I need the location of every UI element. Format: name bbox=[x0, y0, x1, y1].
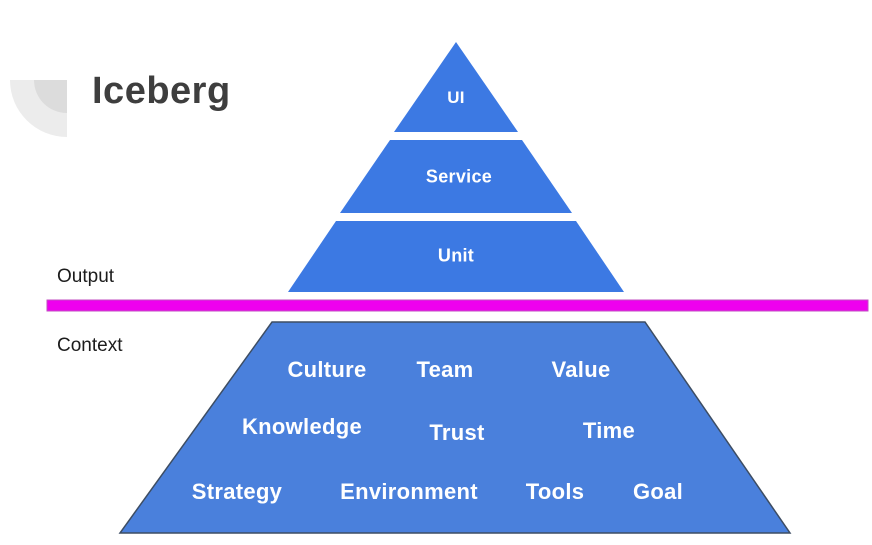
pyramid-level-service-shape bbox=[340, 140, 572, 213]
pyramid-level-unit-shape bbox=[288, 221, 624, 292]
base-word-tools: Tools bbox=[525, 479, 585, 504]
base-word-value: Value bbox=[551, 357, 611, 382]
waterline-divider bbox=[46, 299, 869, 312]
base-word-knowledge: Knowledge bbox=[241, 414, 363, 439]
base-word-strategy: Strategy bbox=[191, 479, 283, 504]
base-word-time: Time bbox=[582, 418, 636, 443]
page-title: Iceberg bbox=[92, 70, 231, 112]
pyramid-level-ui-shape bbox=[394, 42, 518, 132]
pyramid-label-ui: UI bbox=[447, 88, 465, 107]
context-label: Context bbox=[57, 335, 123, 356]
base-word-team: Team bbox=[416, 357, 474, 382]
base-word-environment: Environment bbox=[340, 479, 478, 504]
pyramid-label-service: Service bbox=[425, 166, 493, 187]
iceberg-base-shape bbox=[118, 321, 792, 534]
base-word-goal: Goal bbox=[632, 479, 684, 504]
base-word-trust: Trust bbox=[429, 420, 485, 445]
pyramid-label-unit: Unit bbox=[437, 245, 475, 266]
base-word-culture: Culture bbox=[287, 357, 367, 382]
output-label: Output bbox=[57, 266, 115, 287]
